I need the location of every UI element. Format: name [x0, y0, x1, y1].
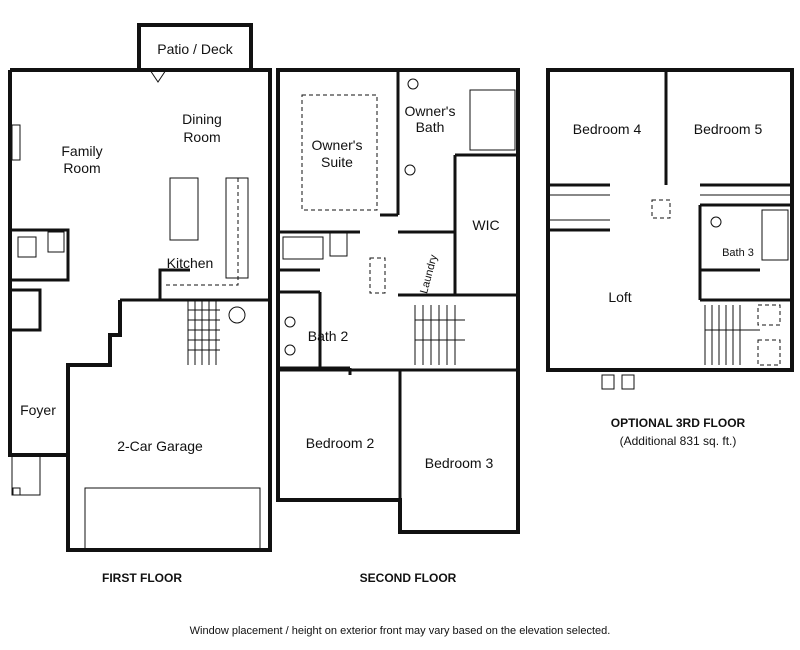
svg-text:Suite: Suite — [321, 154, 353, 170]
room-label-bedroom4: Bedroom 4 — [573, 121, 642, 137]
third-floor-outline — [546, 68, 794, 372]
bed-outline — [301, 94, 378, 211]
svg-text:Room: Room — [183, 129, 220, 145]
room-label-owners-bath: Owner's — [405, 103, 456, 119]
bathtub-3 — [761, 209, 789, 261]
room-label-wic: WIC — [472, 217, 499, 233]
svg-text:Room: Room — [63, 160, 100, 176]
toilet — [17, 236, 37, 258]
first-floor-plan: Patio / Deck Dining Room Family Room Kit… — [8, 23, 272, 585]
stairs-3 — [704, 305, 760, 365]
third-floor-subcaption: (Additional 831 sq. ft.) — [620, 434, 737, 448]
room-label-bedroom3: Bedroom 3 — [425, 455, 494, 471]
room-label-kitchen: Kitchen — [167, 255, 214, 271]
room-label-laundry: Laundry — [418, 253, 440, 295]
shower — [469, 89, 516, 151]
first-floor-outline — [10, 68, 272, 552]
bathtub — [282, 236, 324, 260]
room-label-bath2: Bath 2 — [308, 328, 349, 344]
footer-note: Window placement / height on exterior fr… — [190, 625, 611, 637]
third-floor-plan: Bedroom 4 Bedroom 5 Bath 3 Loft OPTIONAL… — [546, 68, 794, 448]
room-label-dining: Dining — [182, 111, 222, 127]
garage-door — [84, 487, 261, 551]
second-floor-caption: SECOND FLOOR — [360, 571, 457, 585]
room-label-bedroom2: Bedroom 2 — [306, 435, 375, 451]
room-label-owners-suite: Owner's — [312, 137, 363, 153]
svg-text:Bath: Bath — [416, 119, 445, 135]
second-floor-plan: Owner's Suite Owner's Bath WIC Laundry B… — [276, 68, 520, 585]
stairs-2 — [414, 305, 465, 365]
room-label-garage: 2-Car Garage — [117, 438, 203, 454]
room-label-bedroom5: Bedroom 5 — [694, 121, 763, 137]
room-label-bath3: Bath 3 — [722, 247, 754, 259]
kitchen-island — [169, 177, 199, 241]
first-floor-caption: FIRST FLOOR — [102, 571, 182, 585]
third-floor-caption: OPTIONAL 3RD FLOOR — [611, 416, 746, 430]
room-label-loft: Loft — [608, 289, 631, 305]
room-label-family: Family — [61, 143, 102, 159]
room-label-patio: Patio / Deck — [157, 41, 233, 57]
stairs-1 — [187, 300, 220, 365]
sink — [47, 231, 65, 253]
room-label-foyer: Foyer — [20, 402, 56, 418]
kitchen-counter — [225, 177, 249, 279]
